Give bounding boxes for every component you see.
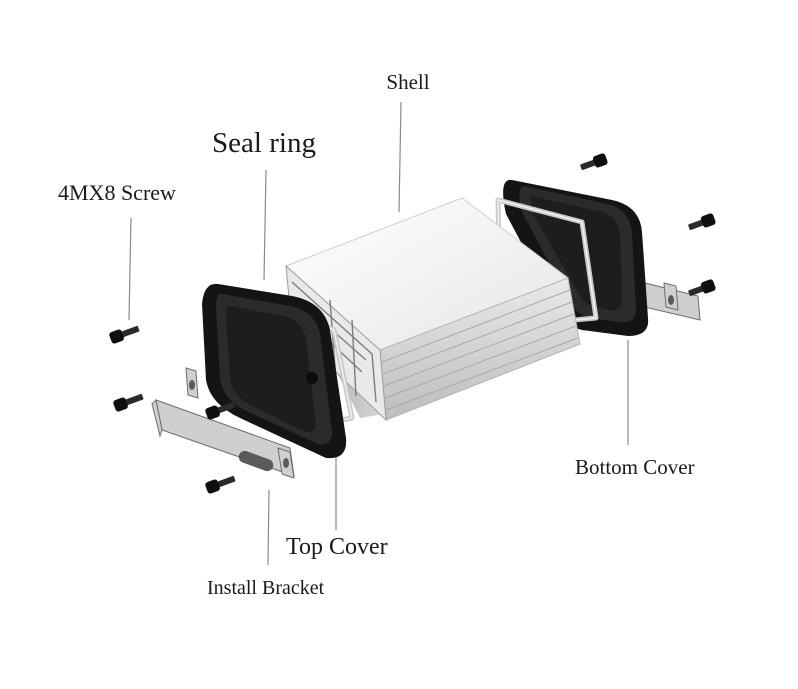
leader-shell [398,101,402,213]
top-cover [202,283,347,459]
label-top-cover: Top Cover [286,534,388,560]
screws-right [580,153,716,297]
label-bottom-cover: Bottom Cover [575,455,695,479]
leader-screw [128,217,132,321]
screw-left-2 [113,393,144,412]
label-seal-ring: Seal ring [212,127,316,159]
screw-right-1 [580,153,608,171]
screws-left [109,325,236,494]
screw-right-2 [688,213,716,231]
install-bracket [151,367,295,479]
leader-seal-ring [263,169,267,281]
label-screw: 4MX8 Screw [58,180,176,205]
label-shell: Shell [386,70,429,94]
leader-lines [128,101,629,566]
leader-install-bracket [267,489,270,566]
label-install-bracket: Install Bracket [207,577,325,599]
screw-right-3 [688,279,716,297]
screw-left-3 [205,401,236,420]
screw-left-1 [109,325,140,344]
screw-left-4 [205,475,236,494]
bottom-cover [503,179,649,336]
